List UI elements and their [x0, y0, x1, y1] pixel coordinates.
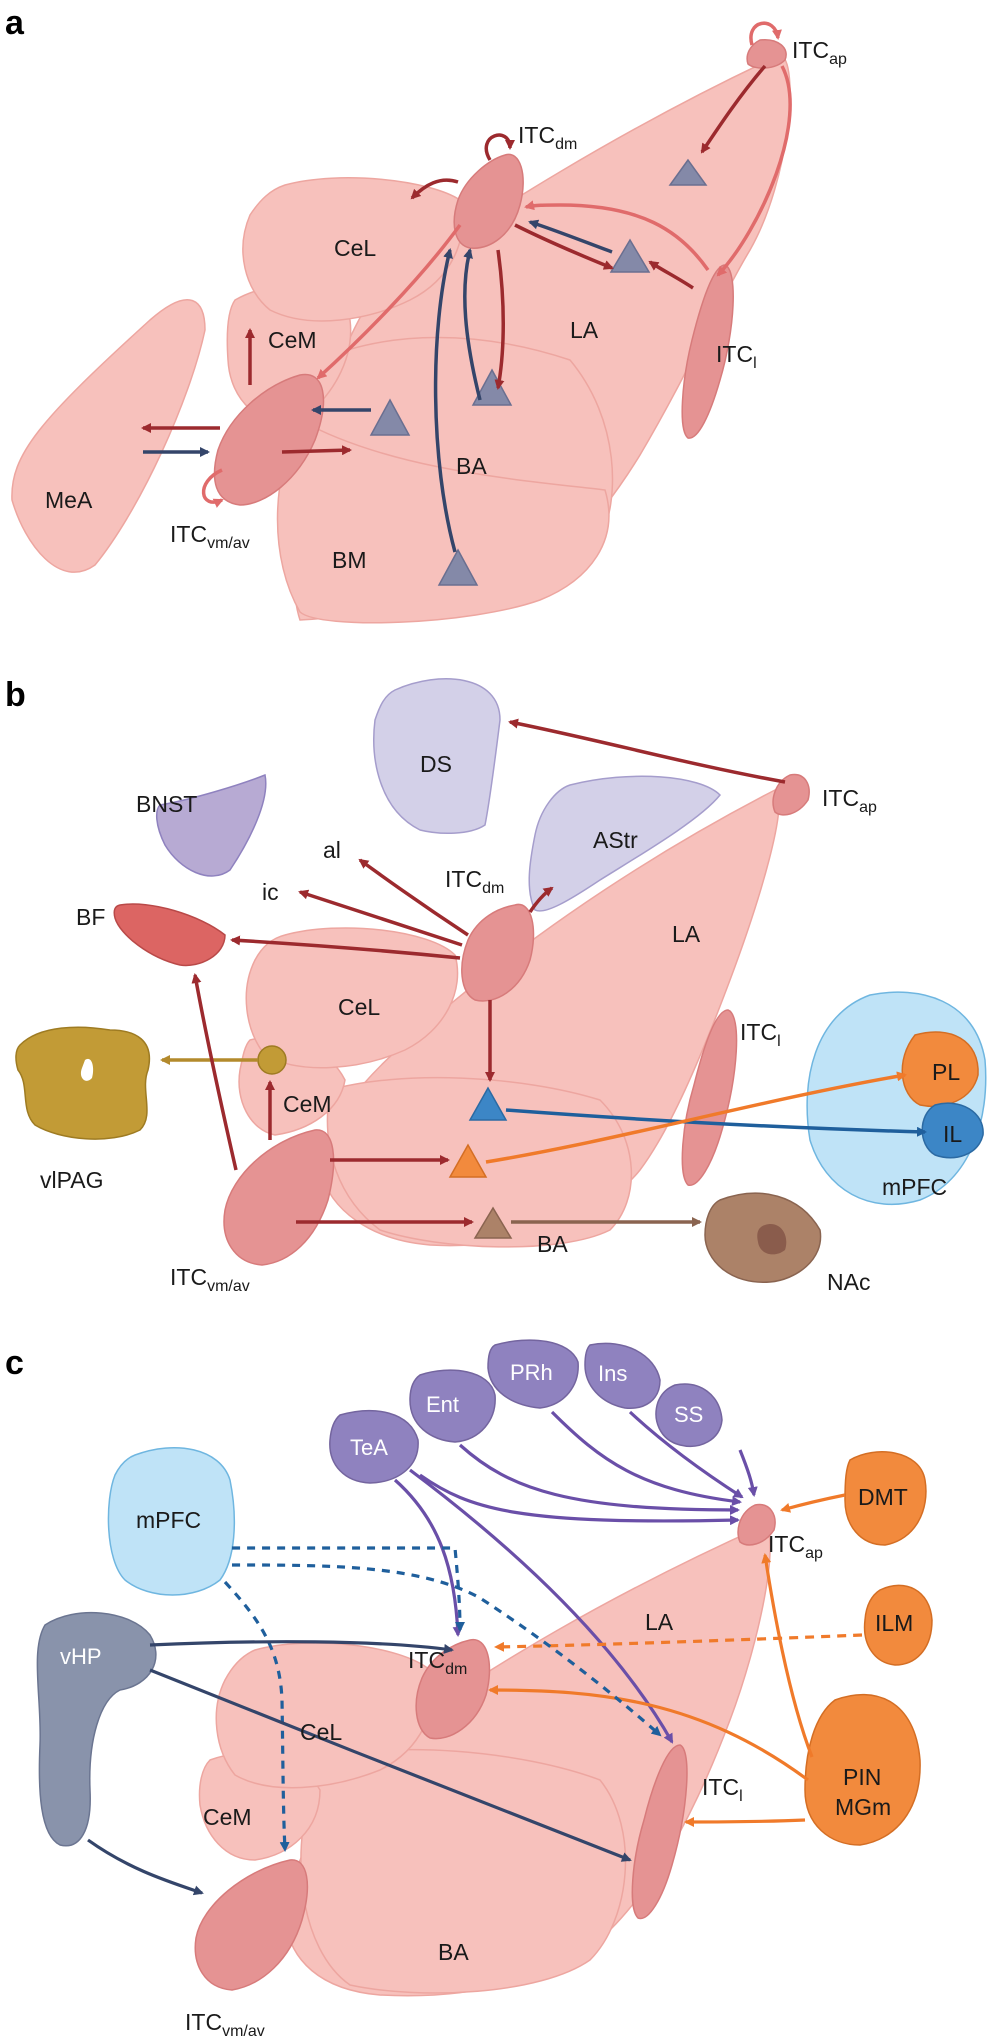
panel-a-arrows — [141, 21, 792, 553]
principal-neuron-triangle — [668, 158, 708, 186]
principal-neuron-triangle-brown — [473, 1206, 513, 1239]
mpfc-label: mPFC — [882, 1174, 947, 1200]
itc-dm-cluster — [461, 903, 535, 1002]
mea-label: MeA — [45, 487, 93, 513]
tea-region — [329, 1409, 419, 1484]
itc-ap-label: ITCap — [792, 37, 847, 68]
bf-label: BF — [76, 904, 105, 930]
ent-label: Ent — [426, 1392, 459, 1417]
panel-b-arrows — [160, 718, 927, 1227]
nac-core — [757, 1224, 787, 1255]
itc-l-label: ITCl — [702, 1774, 743, 1805]
panel-c: c — [5, 1339, 933, 2040]
ba-label: BA — [537, 1231, 568, 1257]
ds-label: DS — [420, 751, 452, 777]
ilm-region — [863, 1584, 933, 1666]
prh-label: PRh — [510, 1360, 553, 1385]
ins-region — [584, 1342, 661, 1409]
cem-output-neuron — [257, 1045, 287, 1075]
la-label: LA — [570, 317, 599, 343]
al-label: al — [323, 837, 341, 863]
dmt-label: DMT — [858, 1484, 908, 1510]
principal-neuron-triangle — [609, 238, 651, 273]
itc-ap-label: ITCap — [768, 1531, 823, 1562]
ic-label: ic — [262, 879, 279, 905]
astr-label: AStr — [593, 827, 638, 853]
mgm-label: MGm — [835, 1794, 891, 1820]
prh-region — [487, 1339, 579, 1409]
bnst-region — [155, 773, 267, 877]
itc-vm-cluster — [223, 1129, 335, 1266]
la-label: LA — [645, 1609, 674, 1635]
bm-label: BM — [332, 547, 367, 573]
principal-neuron-triangle-blue — [468, 1086, 508, 1121]
itc-ap-cluster — [737, 1503, 776, 1546]
vhp-label: vHP — [60, 1644, 102, 1669]
ba-region — [300, 1748, 627, 1994]
panel-letter-a: a — [5, 4, 25, 42]
itc-l-cluster — [681, 264, 734, 439]
dmt-region — [844, 1451, 927, 1546]
itc-ap-cluster — [772, 773, 810, 816]
ilm-label: ILM — [875, 1610, 913, 1636]
cel-label: CeL — [300, 1719, 342, 1745]
vlpag-aqueduct — [80, 1058, 94, 1081]
itc-dm-cluster — [453, 153, 524, 249]
ss-region — [655, 1383, 723, 1447]
ent-region — [409, 1369, 496, 1443]
la-label: LA — [672, 921, 701, 947]
cel-region — [245, 927, 459, 1069]
astr-region — [528, 775, 722, 912]
panel-a: a — [5, 4, 847, 624]
mea-region — [11, 299, 206, 573]
panel-letter-c: c — [5, 1344, 24, 1382]
itc-l-cluster — [681, 1009, 738, 1186]
itc-l-cluster — [631, 1744, 688, 1920]
panel-b: b — [5, 676, 987, 1295]
itc-vm-label: ITCvm/av — [185, 2009, 265, 2040]
cem-label: CeM — [268, 327, 317, 353]
itc-dm-label: ITCdm — [518, 122, 577, 153]
itc-l-label: ITCl — [716, 341, 757, 372]
principal-neuron-triangle — [437, 548, 479, 586]
cel-label: CeL — [334, 235, 376, 261]
vhp-region — [36, 1611, 157, 1847]
bf-region — [113, 903, 226, 967]
panel-letter-b: b — [5, 676, 26, 714]
pin-mgm-region — [804, 1693, 921, 1846]
itc-ap-label: ITCap — [822, 785, 877, 816]
itc-dm-label: ITCdm — [408, 1647, 467, 1678]
itc-vm-cluster — [194, 1859, 309, 1991]
pl-label: PL — [932, 1059, 960, 1085]
pin-label: PIN — [843, 1764, 881, 1790]
vlpag-region — [15, 1026, 151, 1140]
cem-label: CeM — [283, 1091, 332, 1117]
tea-label: TeA — [350, 1435, 388, 1460]
ds-region — [373, 678, 501, 835]
vlpag-label: vlPAG — [40, 1167, 103, 1193]
mpfc-region — [107, 1446, 236, 1596]
nac-label: NAc — [827, 1269, 870, 1295]
cem-label: CeM — [203, 1804, 252, 1830]
itc-dm-label: ITCdm — [445, 866, 504, 897]
itc-vm-label: ITCvm/av — [170, 1264, 250, 1295]
ba-label: BA — [456, 453, 487, 479]
bnst-label: BNST — [136, 791, 197, 817]
ba-label: BA — [438, 1939, 469, 1965]
mpfc-label: mPFC — [136, 1507, 201, 1533]
itc-vm-label: ITCvm/av — [170, 521, 250, 552]
itc-l-label: ITCl — [740, 1019, 781, 1050]
ss-label: SS — [674, 1402, 703, 1427]
panel-c-arrows — [87, 1410, 863, 1896]
il-label: IL — [943, 1121, 962, 1147]
cel-region — [215, 1642, 434, 1789]
itc-dm-cluster — [415, 1639, 491, 1740]
cel-label: CeL — [338, 994, 380, 1020]
ins-label: Ins — [598, 1361, 627, 1386]
principal-neuron-triangle-orange — [448, 1143, 488, 1178]
bm-region — [276, 418, 610, 624]
principal-neuron-triangle — [369, 398, 411, 436]
